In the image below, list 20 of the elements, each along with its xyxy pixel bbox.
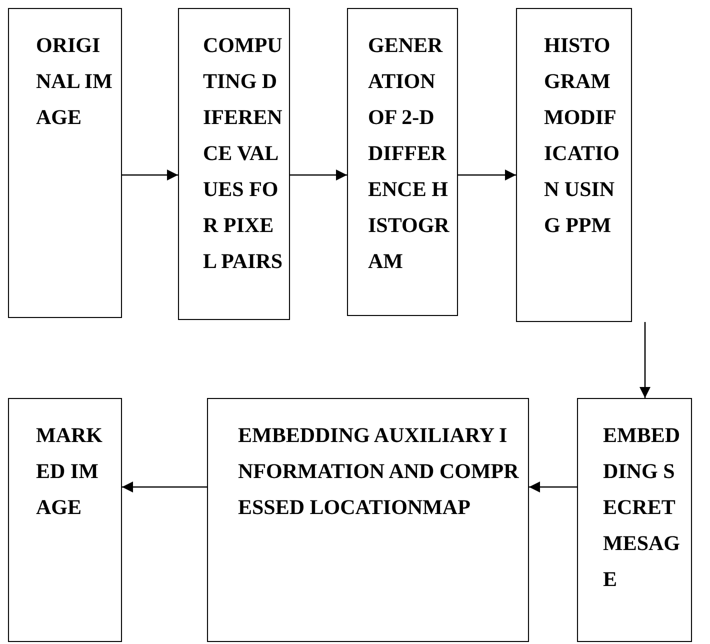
arrow: [122, 482, 207, 492]
process-box: [516, 8, 632, 322]
arrow: [122, 170, 178, 180]
process-box: [178, 8, 290, 320]
arrow: [529, 482, 577, 492]
box-label: HISTOGRAM MODIFICATION USING PPM: [544, 32, 620, 239]
process-box: [8, 8, 122, 318]
box-label: EMBEDDING SECRET MESAGE: [603, 422, 681, 593]
process-box: [347, 8, 458, 316]
arrow: [290, 170, 347, 180]
box-label: MARKED IMAGE: [36, 422, 104, 521]
arrow: [640, 322, 650, 398]
box-label: ORIGINAL IMAGE: [36, 32, 113, 131]
box-label: EMBEDDING AUXILIARY INFORMATION AND COMPRESSED LOCATIONMAP: [238, 422, 520, 521]
process-box: [207, 398, 529, 642]
process-box: [577, 398, 692, 642]
box-label: COMPUTING DIFERENCE VALUES FOR PIXEL PAIRS: [203, 32, 283, 275]
box-label: GENERATION OF 2-D DIFFERENCE HISTOGRAM: [368, 32, 450, 275]
process-box: [8, 398, 122, 642]
arrow: [458, 170, 516, 180]
